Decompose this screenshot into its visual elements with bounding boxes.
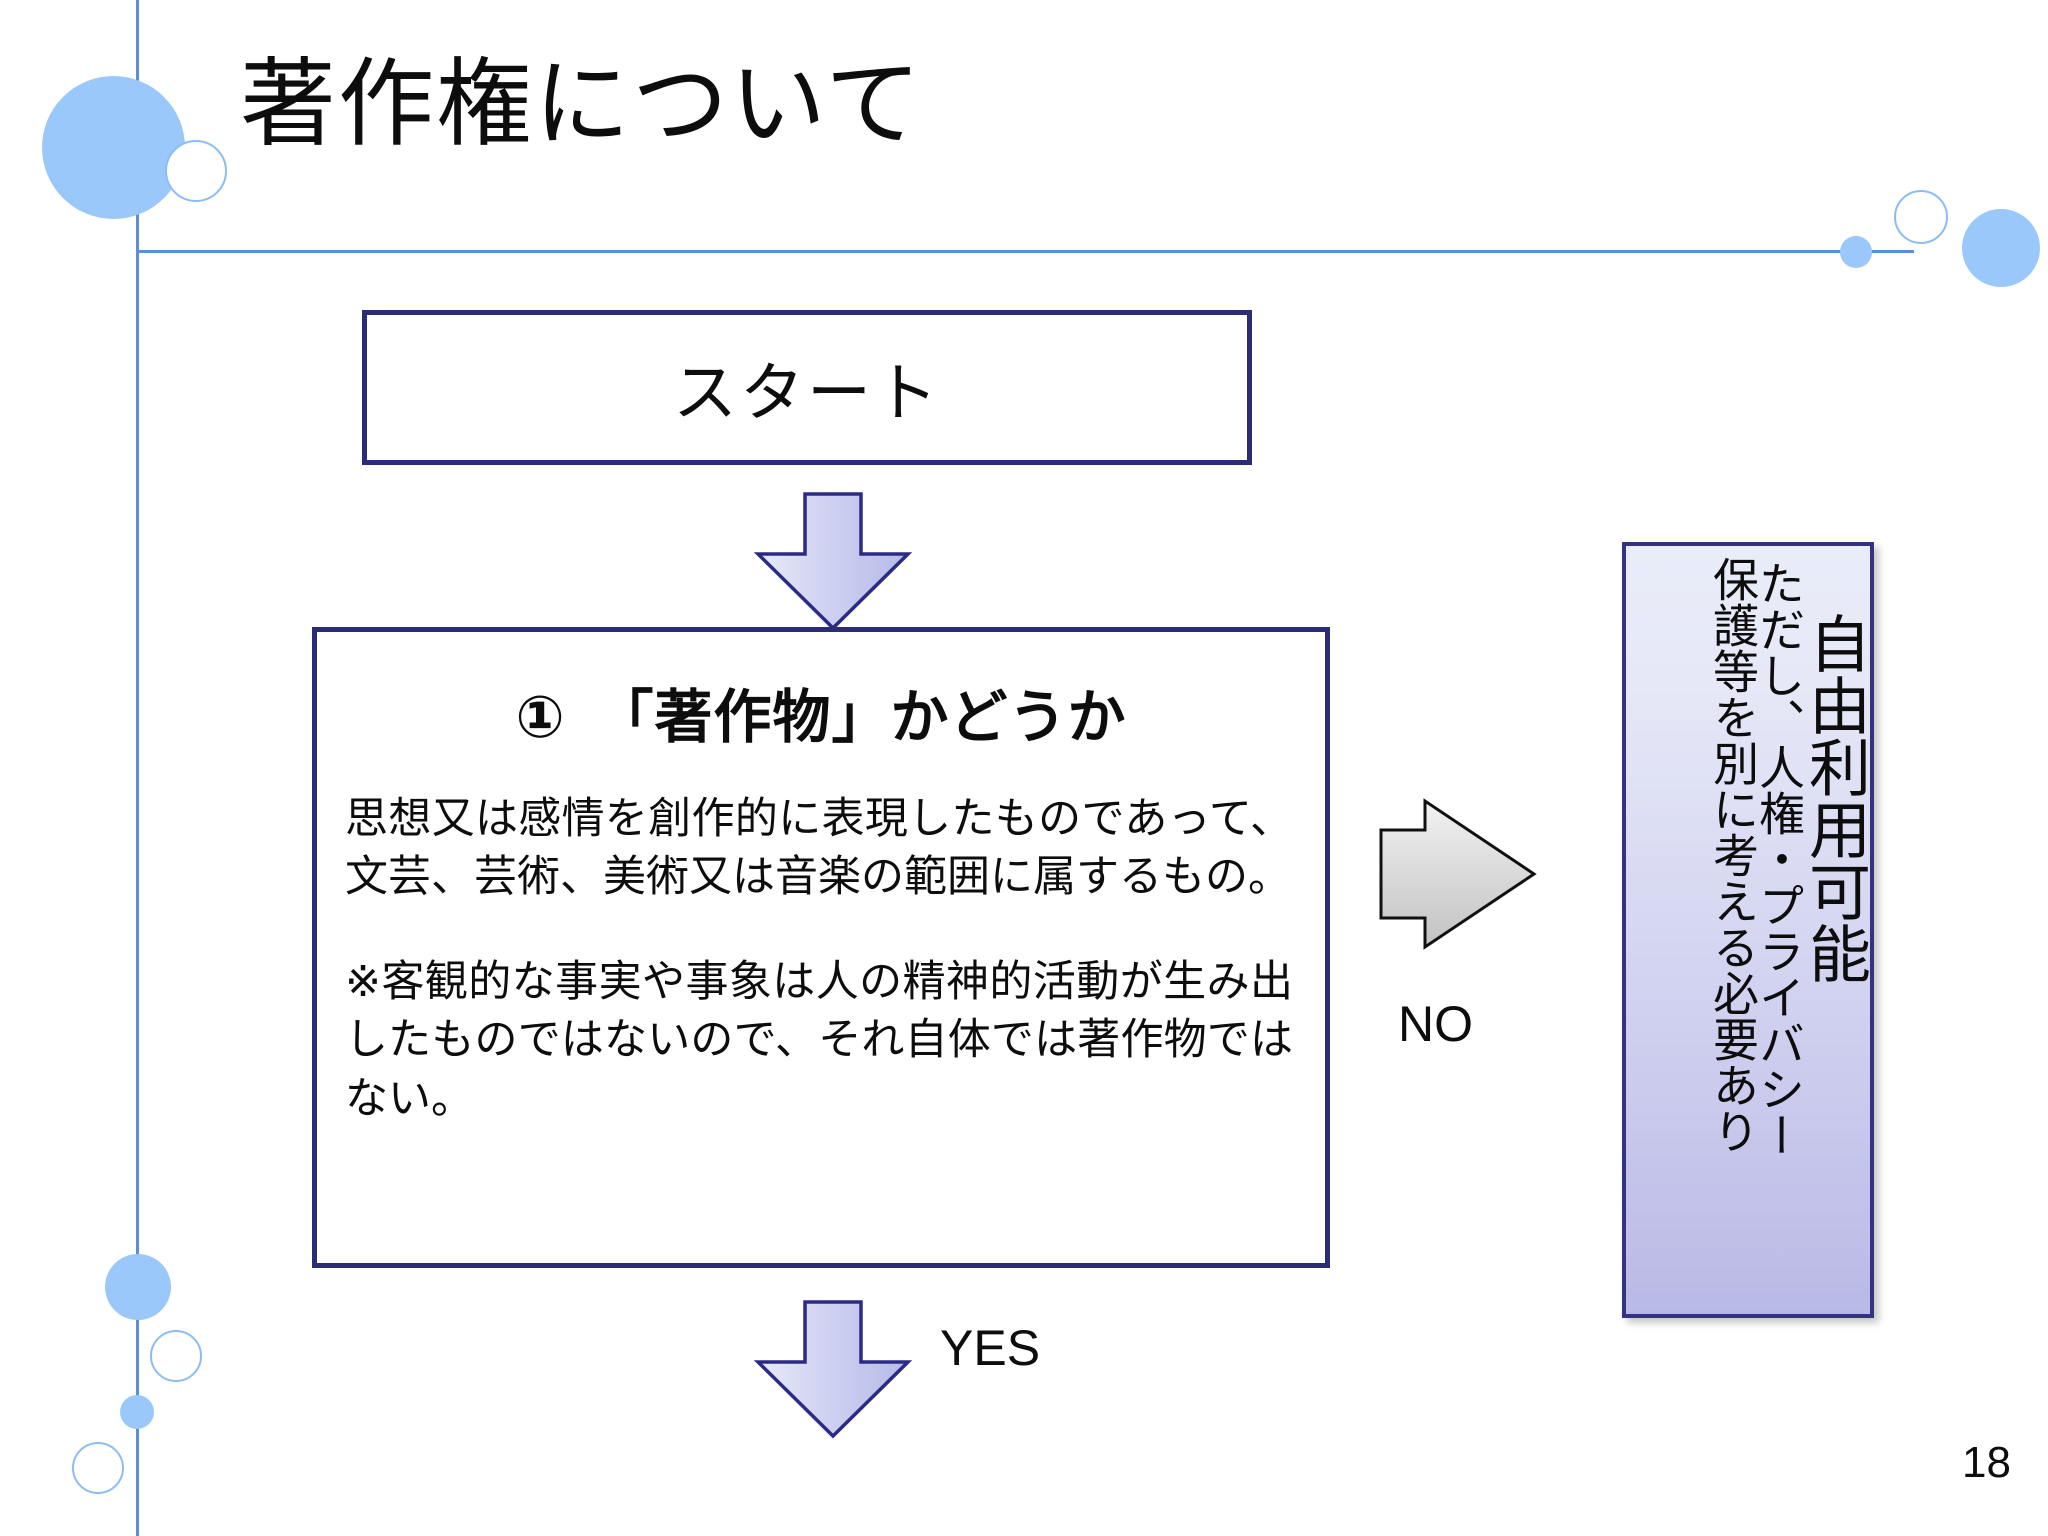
top-left-outline-circle (165, 140, 227, 202)
down-arrow-icon (748, 492, 918, 632)
flow-decision-box: ① 「著作物」かどうか 思想又は感情を創作的に表現したものであって、文芸、芸術、… (312, 627, 1330, 1268)
result-box-column-1: 自由利用可能 (1799, 612, 1868, 984)
flow-result-box: 自由利用可能 ただし、人権・プライバシー 保護等を別に考える必要あり (1622, 542, 1874, 1318)
no-branch-label: NO (1398, 996, 1473, 1052)
down-arrow-icon (748, 1300, 918, 1440)
vertical-accent-line (136, 0, 139, 1536)
right-small-filled-circle (1840, 236, 1872, 268)
right-arrow-icon (1378, 798, 1538, 950)
right-outline-circle (1894, 190, 1948, 244)
bottom-left-outline-circle-2 (72, 1442, 124, 1494)
page-title: 著作権について (240, 51, 924, 158)
horizontal-accent-line (136, 250, 1914, 253)
bottom-left-outline-circle-1 (150, 1330, 202, 1382)
right-large-filled-circle (1962, 209, 2040, 287)
top-left-large-filled-circle (42, 76, 185, 219)
page-number: 18 (1962, 1438, 2011, 1487)
flow-start-box: スタート (362, 310, 1252, 465)
bottom-left-filled-circle (105, 1254, 171, 1320)
decision-box-heading: ① 「著作物」かどうか (515, 685, 1127, 750)
flow-start-box-label: スタート (673, 356, 941, 429)
result-box-column-2: ただし、人権・プライバシー (1753, 560, 1805, 1158)
yes-branch-label: YES (940, 1320, 1041, 1376)
bottom-left-small-filled-circle (120, 1395, 154, 1429)
decision-box-paragraph-2: ※客観的な事実や事象は人の精神的活動が生み出したものではないので、それ自体では著… (345, 957, 1293, 1123)
result-box-column-3: 保護等を別に考える必要あり (1707, 556, 1759, 1154)
decision-box-paragraph-1: 思想又は感情を創作的に表現したものであって、文芸、芸術、美術又は音楽の範囲に属す… (345, 795, 1293, 902)
